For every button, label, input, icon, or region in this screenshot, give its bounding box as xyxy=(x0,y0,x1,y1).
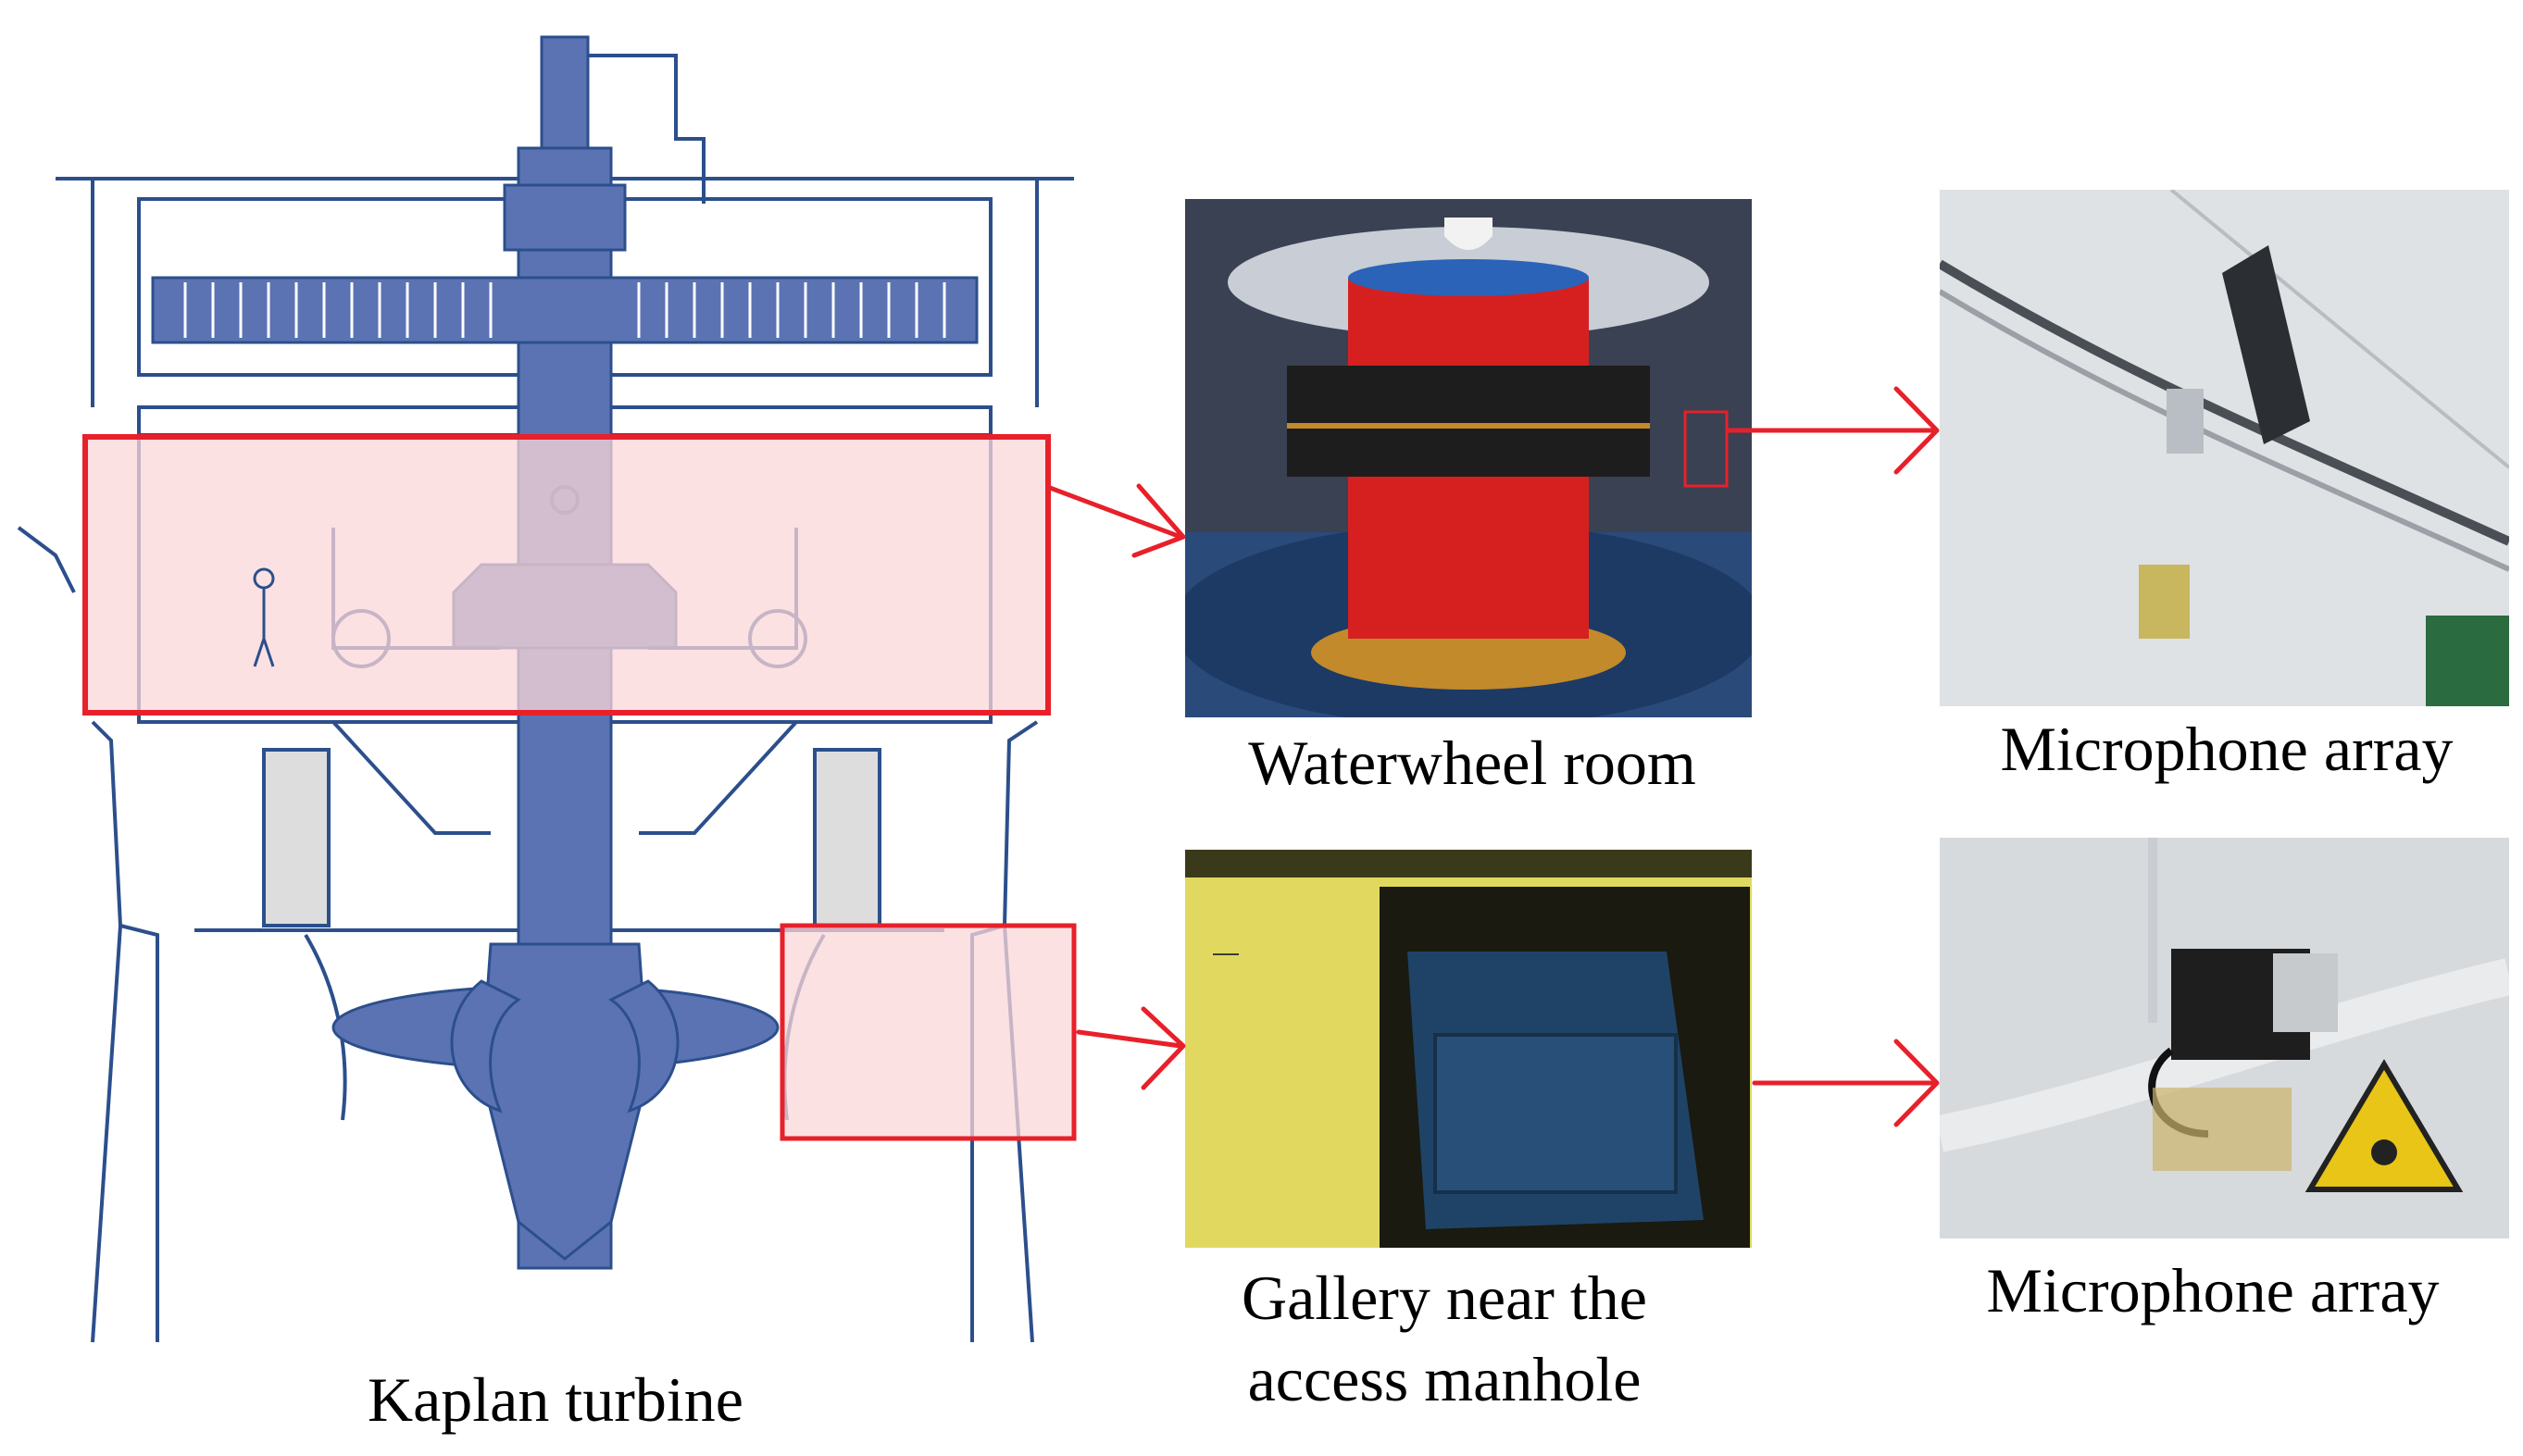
waterwheel-highlight xyxy=(82,434,1051,716)
arrow-right-icon xyxy=(1047,483,1186,558)
arrow-right-icon xyxy=(1076,1006,1186,1090)
radiation-warning-icon xyxy=(2304,1059,2464,1192)
caption-gallery-line1: Gallery near the xyxy=(1242,1263,1647,1333)
waterwheel-room-photo xyxy=(1185,199,1752,717)
arrow-right-icon xyxy=(1752,1039,1940,1127)
svg-text:—: — xyxy=(1213,938,1239,966)
caption-kaplan-turbine: Kaplan turbine xyxy=(368,1364,743,1435)
microphone-array-photo-top xyxy=(1940,190,2509,706)
caption-microphone-array-bottom: Microphone array xyxy=(1986,1255,2440,1325)
gallery-photo: — xyxy=(1185,850,1752,1248)
caption-microphone-array-top: Microphone array xyxy=(2000,714,2454,784)
caption-waterwheel-room: Waterwheel room xyxy=(1248,728,1696,798)
gallery-highlight xyxy=(780,923,1077,1141)
caption-gallery-line2: access manhole xyxy=(1247,1344,1642,1414)
microphone-array-photo-bottom xyxy=(1940,838,2509,1238)
arrow-right-icon xyxy=(1726,386,1940,475)
